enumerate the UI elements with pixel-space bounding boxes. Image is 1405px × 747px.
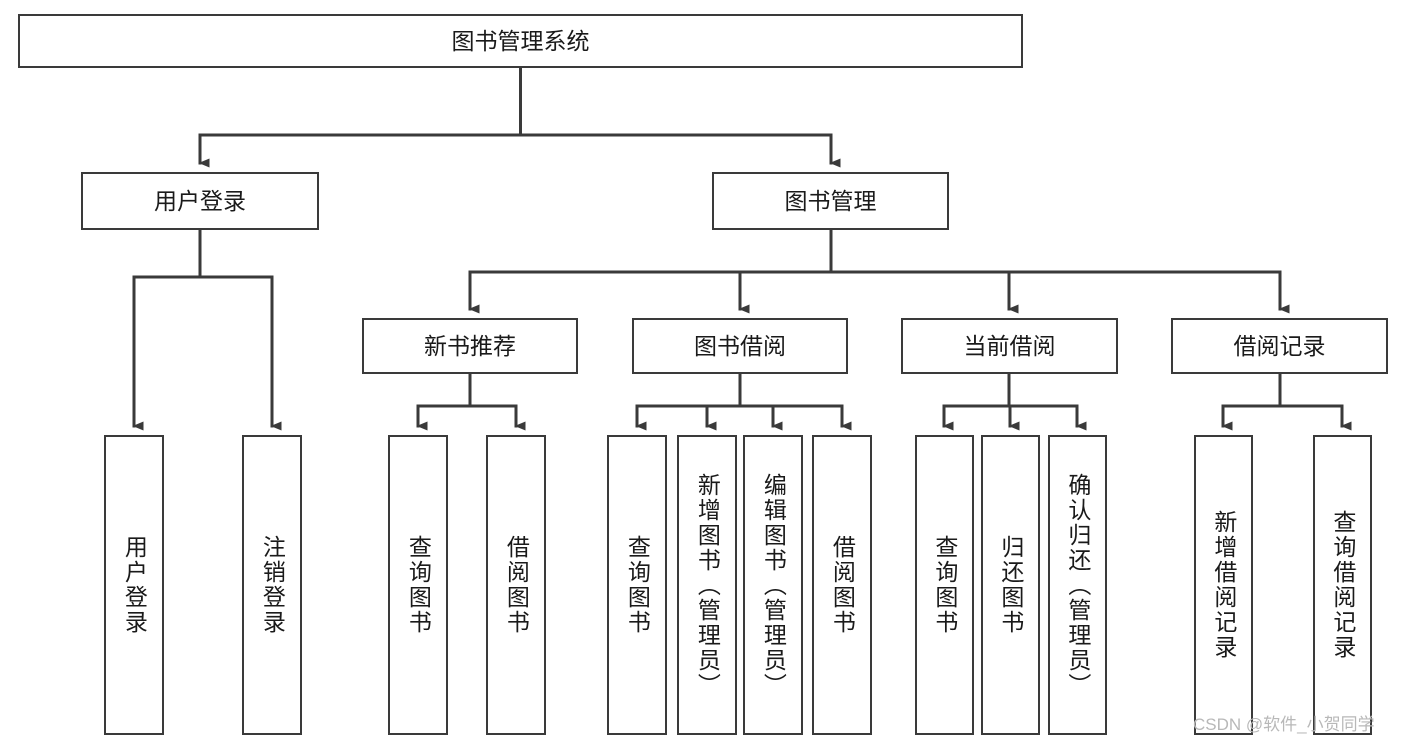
node-current-borrow-label: 当前借阅 — [963, 332, 1056, 359]
node-borrow-record[interactable]: 借阅记录 — [1171, 318, 1388, 374]
node-leaf-return-book[interactable]: 归还图书 — [981, 435, 1040, 735]
node-leaf-logout-login-label: 注销登录 — [259, 535, 286, 635]
node-leaf-query-book-2-label: 查询图书 — [624, 535, 651, 635]
node-leaf-add-book[interactable]: 新增图书（管理员） — [677, 435, 737, 735]
node-leaf-confirm-return[interactable]: 确认归还（管理员） — [1048, 435, 1107, 735]
node-leaf-borrow-book-1[interactable]: 借阅图书 — [486, 435, 546, 735]
node-leaf-add-record-label: 新增借阅记录 — [1210, 510, 1237, 660]
node-leaf-logout-login[interactable]: 注销登录 — [242, 435, 302, 735]
node-book-management[interactable]: 图书管理 — [712, 172, 949, 230]
node-leaf-edit-book-label: 编辑图书（管理员） — [760, 472, 787, 698]
node-user-login[interactable]: 用户登录 — [81, 172, 319, 230]
node-book-borrow-label: 图书借阅 — [694, 332, 786, 359]
node-leaf-confirm-return-label: 确认归还（管理员） — [1064, 472, 1091, 698]
node-leaf-user-login-label: 用户登录 — [121, 535, 148, 635]
node-root-label: 图书管理系统 — [451, 27, 590, 54]
node-book-borrow[interactable]: 图书借阅 — [632, 318, 848, 374]
node-leaf-query-book-3-label: 查询图书 — [931, 535, 958, 635]
node-root[interactable]: 图书管理系统 — [18, 14, 1023, 68]
node-leaf-borrow-book-2-label: 借阅图书 — [829, 535, 856, 635]
node-leaf-query-book-2[interactable]: 查询图书 — [607, 435, 667, 735]
node-new-book-recommend[interactable]: 新书推荐 — [362, 318, 578, 374]
node-leaf-add-book-label: 新增图书（管理员） — [694, 472, 721, 698]
node-leaf-return-book-label: 归还图书 — [997, 535, 1024, 635]
node-leaf-query-record-label: 查询借阅记录 — [1329, 510, 1356, 660]
node-book-management-label: 图书管理 — [784, 187, 877, 214]
node-new-book-recommend-label: 新书推荐 — [424, 332, 516, 359]
node-leaf-add-record[interactable]: 新增借阅记录 — [1194, 435, 1253, 735]
node-leaf-query-book-1[interactable]: 查询图书 — [388, 435, 448, 735]
node-leaf-borrow-book-1-label: 借阅图书 — [503, 535, 530, 635]
node-borrow-record-label: 借阅记录 — [1233, 332, 1326, 359]
node-leaf-borrow-book-2[interactable]: 借阅图书 — [812, 435, 872, 735]
node-leaf-query-book-1-label: 查询图书 — [405, 535, 432, 635]
node-user-login-label: 用户登录 — [154, 187, 246, 214]
node-leaf-query-book-3[interactable]: 查询图书 — [915, 435, 974, 735]
node-leaf-user-login[interactable]: 用户登录 — [104, 435, 164, 735]
node-current-borrow[interactable]: 当前借阅 — [901, 318, 1118, 374]
node-leaf-query-record[interactable]: 查询借阅记录 — [1313, 435, 1372, 735]
node-leaf-edit-book[interactable]: 编辑图书（管理员） — [743, 435, 803, 735]
